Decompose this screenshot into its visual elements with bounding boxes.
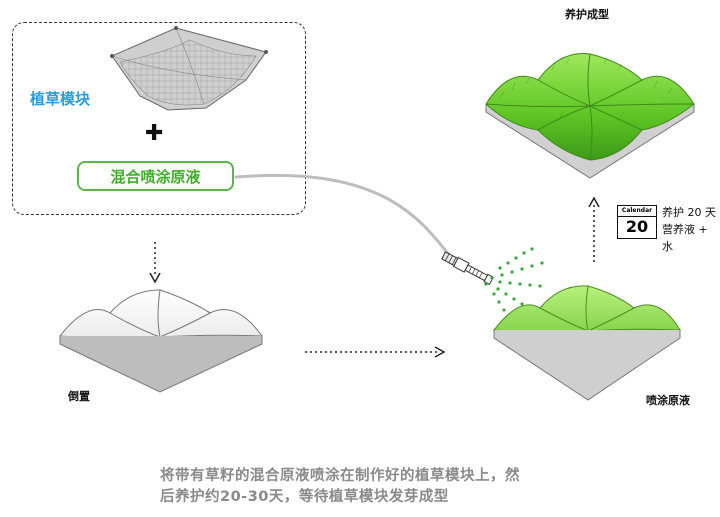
arrow-down-dotted	[149, 242, 161, 284]
caption-line-2: 后养护约20-30天，等待植草模块发芽成型	[160, 489, 449, 505]
spray-nozzle-icon	[441, 251, 494, 285]
inverted-module-image	[58, 289, 264, 393]
care-info: 养护 20 天 营养液 + 水	[662, 204, 720, 255]
mix-solution-label: 混合喷涂原液	[77, 161, 234, 191]
calendar-icon: Calendar 20	[617, 205, 657, 239]
care-days-text: 养护 20 天	[662, 206, 716, 219]
input-group-box	[12, 22, 306, 215]
module-label: 植草模块	[30, 90, 91, 108]
arrow-up-dotted	[588, 196, 600, 262]
plus-icon: ✚	[145, 121, 164, 146]
calendar-header: Calendar	[618, 206, 656, 217]
hose-line	[234, 173, 457, 264]
care-nutrient-text: 营养液 + 水	[662, 223, 708, 253]
caption-line-1: 将带有草籽的混合原液喷涂在制作好的植草模块上，然	[160, 468, 520, 484]
grass-module-image	[485, 53, 695, 179]
invert-label: 倒置	[68, 390, 90, 403]
sprayed-module-image	[492, 285, 682, 401]
cured-label: 养护成型	[565, 8, 609, 21]
arrow-right-dotted	[305, 346, 446, 358]
calendar-day: 20	[625, 217, 649, 236]
mesh-module-image	[110, 26, 268, 111]
spray-label: 喷涂原液	[646, 394, 690, 407]
caption: 将带有草籽的混合原液喷涂在制作好的植草模块上，然 后养护约20-30天，等待植草…	[160, 466, 580, 508]
